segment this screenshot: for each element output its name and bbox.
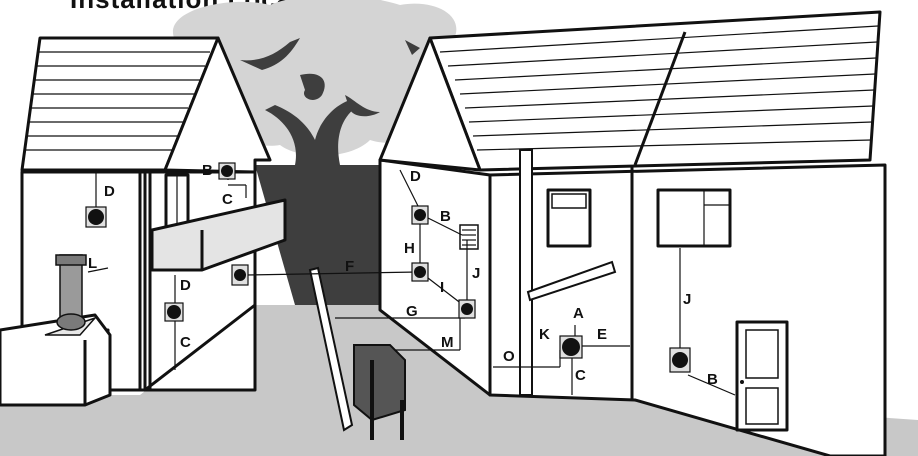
vent-terminal-icon — [560, 336, 582, 358]
label-right-g: G — [406, 303, 418, 320]
label-left-c-lower: C — [180, 334, 191, 351]
vent-terminal-icon — [86, 207, 106, 227]
left-house — [0, 38, 285, 405]
label-left-c-upper: C — [222, 191, 233, 208]
label-right-a: A — [573, 305, 584, 322]
vent-terminal-icon — [459, 300, 475, 318]
label-right-o: O — [503, 348, 515, 365]
label-left-d-upper: D — [104, 183, 115, 200]
vent-terminal-icon — [219, 163, 235, 179]
label-left-b: B — [202, 162, 213, 179]
vent-terminal-icon — [412, 206, 428, 224]
label-center-f: F — [345, 258, 354, 275]
label-right-c: C — [575, 367, 586, 384]
label-right-h: H — [404, 240, 415, 257]
label-left-l: L — [88, 255, 97, 272]
label-right-e: E — [597, 326, 607, 343]
label-left-d-lower: D — [180, 277, 191, 294]
vent-terminal-icon — [670, 348, 690, 372]
label-far-b: B — [707, 371, 718, 388]
label-right-d: D — [410, 168, 421, 185]
vent-terminal-icon — [232, 265, 248, 285]
vent-terminal-icon — [165, 303, 183, 321]
vent-terminal-icon — [412, 263, 428, 281]
label-far-j: J — [683, 291, 691, 308]
label-right-j: J — [472, 265, 480, 282]
label-right-k: K — [539, 326, 550, 343]
label-right-m: M — [441, 334, 454, 351]
label-right-b: B — [440, 208, 451, 225]
label-right-i: I — [440, 279, 444, 296]
